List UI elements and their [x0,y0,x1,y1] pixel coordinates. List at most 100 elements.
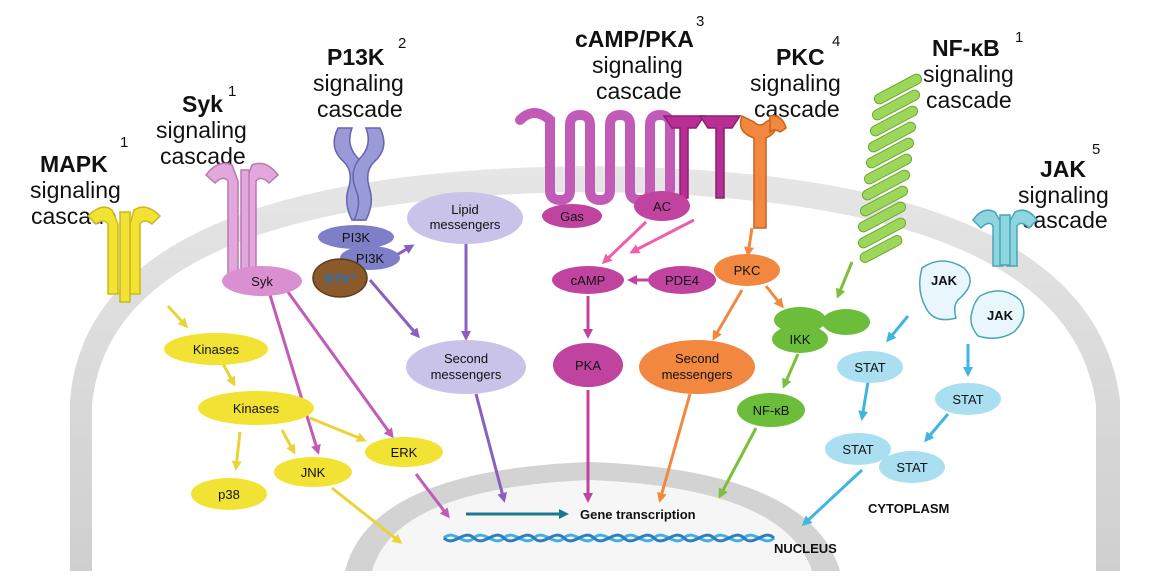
svg-text:cAMP: cAMP [571,273,606,288]
svg-text:3: 3 [696,13,704,30]
svg-text:cascade: cascade [317,96,403,122]
svg-text:5: 5 [1092,141,1100,158]
svg-text:MAPK: MAPK [40,151,108,177]
pkc-receptor [739,114,787,229]
svg-text:4: 4 [832,33,840,50]
node-jak-2: JAK [970,290,1025,339]
svg-text:signaling: signaling [156,117,247,143]
dna-helix [442,533,776,543]
svg-text:PKC: PKC [776,44,825,70]
svg-text:messengers: messengers [662,367,733,382]
svg-text:cAMP/PKA: cAMP/PKA [575,26,694,52]
node-stat-1: STAT [837,351,903,383]
svg-text:signaling: signaling [1018,182,1109,208]
svg-text:NF-κB: NF-κB [932,35,1000,61]
svg-text:PI3K: PI3K [342,230,371,245]
node-stat-3: STAT [825,433,891,465]
title-mapk: MAPK 1 signaling cascade [30,134,128,229]
title-nfkb: NF-κB 1 signaling cascade [923,29,1023,113]
svg-text:Second: Second [444,351,488,366]
svg-text:ERK: ERK [391,445,418,460]
jak-receptor [972,209,1038,267]
svg-text:Kinases: Kinases [233,401,280,416]
node-second-messengers-b: Second messengers [639,340,755,394]
node-btk: BTK³ [312,258,368,298]
node-pkc: PKC [714,254,780,286]
svg-text:1: 1 [228,83,236,100]
svg-text:2: 2 [398,35,406,52]
ac-receptor [662,115,742,199]
node-second-messengers-a: Second messengers [406,340,526,394]
syk-receptor [204,162,280,277]
nucleus-interior [372,480,812,571]
mapk-receptor [86,206,162,303]
pi3k-receptor [333,127,385,221]
svg-text:P13K: P13K [327,44,385,70]
svg-text:Kinases: Kinases [193,342,240,357]
svg-text:signaling: signaling [313,70,404,96]
node-erk: ERK [365,437,443,467]
node-pka: PKA [553,343,623,387]
gene-transcription-label: Gene transcription [580,507,696,522]
nfkb-receptor [857,73,923,263]
node-jnk: JNK [274,457,352,487]
svg-text:messengers: messengers [430,217,501,232]
cytoplasm-label: CYTOPLASM [868,501,949,516]
node-pde4: PDE4 [648,266,716,294]
node-gas: Gas [542,204,602,228]
node-syk: Syk [222,266,302,296]
node-p38: p38 [191,478,267,510]
svg-text:IKK: IKK [790,332,811,347]
svg-text:JNK: JNK [301,465,326,480]
svg-text:PDE4: PDE4 [665,273,699,288]
svg-text:JAK: JAK [1040,156,1086,182]
svg-text:JAK: JAK [987,308,1014,323]
svg-text:Lipid: Lipid [451,202,478,217]
svg-text:cascade: cascade [926,87,1012,113]
title-p13k: P13K 2 signaling cascade [313,35,406,122]
svg-text:1: 1 [1015,29,1023,46]
title-syk: Syk 1 signaling cascade [156,83,247,169]
node-kinases-2: Kinases [198,391,314,425]
svg-text:signaling: signaling [923,61,1014,87]
node-stat-2: STAT [935,383,1001,415]
svg-text:STAT: STAT [854,360,885,375]
svg-text:PKC: PKC [734,263,761,278]
title-pkc: PKC 4 signaling cascade [750,33,841,122]
svg-text:Syk: Syk [182,91,223,117]
gpcr-receptor [515,108,675,206]
svg-text:signaling: signaling [592,52,683,78]
svg-text:PI3K: PI3K [356,251,385,266]
title-camp-pka: cAMP/PKA 3 signaling cascade [575,13,704,104]
node-pi3k-1: PI3K [318,225,394,249]
svg-text:STAT: STAT [952,392,983,407]
svg-text:NF-κB: NF-κB [753,403,790,418]
svg-text:Gas: Gas [560,209,584,224]
svg-text:signaling: signaling [30,177,121,203]
svg-text:BTK³: BTK³ [324,271,356,286]
node-camp: cAMP [552,266,624,294]
svg-text:p38: p38 [218,487,240,502]
svg-text:PKA: PKA [575,358,601,373]
node-stat-4: STAT [879,451,945,483]
title-jak: JAK 5 signaling cascade [1018,141,1109,233]
node-ac: AC [634,191,690,221]
svg-text:Syk: Syk [251,274,273,289]
svg-text:signaling: signaling [750,70,841,96]
node-lipid-messengers: Lipid messengers [407,192,523,244]
arrows [166,218,973,544]
node-jak-1: JAK [919,260,971,321]
svg-text:STAT: STAT [896,460,927,475]
node-ikk-complex: IKK [772,307,870,353]
svg-text:STAT: STAT [842,442,873,457]
node-nfkb: NF-κB [737,393,805,427]
svg-text:JAK: JAK [931,273,958,288]
svg-text:cascade: cascade [596,78,682,104]
node-kinases-1: Kinases [164,333,268,365]
nucleus-label: NUCLEUS [774,541,837,556]
svg-text:Second: Second [675,351,719,366]
svg-text:messengers: messengers [431,367,502,382]
svg-text:cascade: cascade [754,96,840,122]
